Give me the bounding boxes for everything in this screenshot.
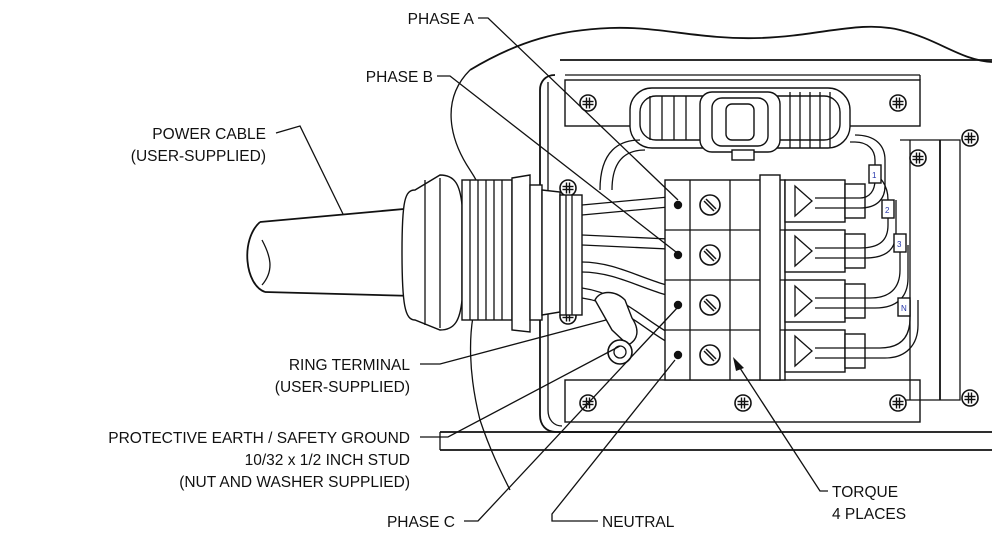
wire-tag-1: 1 [872, 171, 877, 180]
label-ring-terminal: RING TERMINAL [289, 357, 411, 374]
label-stud-size: 10/32 x 1/2 INCH STUD [245, 452, 410, 469]
power-cable [246, 207, 416, 297]
wire-tag-n: N [901, 304, 907, 313]
screw-icon [889, 94, 907, 112]
screw-icon [889, 394, 907, 412]
terminal-dot-phase-a [673, 200, 683, 210]
screw-icon [909, 149, 927, 167]
wire-tag [897, 297, 911, 317]
label-power-cable: POWER CABLE [152, 126, 266, 143]
terminal-screw-icon [699, 344, 721, 366]
cable-gland [401, 174, 583, 333]
wire-tag-2: 2 [885, 206, 890, 215]
callout-labels: PHASE A PHASE B POWER CABLE (USER-SUPPLI… [108, 11, 906, 531]
toroid-filter [629, 87, 851, 161]
screw-icon [961, 129, 979, 147]
label-phase-b: PHASE B [366, 69, 433, 86]
label-ring-terminal-note: (USER-SUPPLIED) [275, 379, 410, 396]
terminal-dot-neutral [673, 350, 683, 360]
terminal-screw-icon [699, 244, 721, 266]
wire-tag [881, 199, 895, 219]
label-protective-earth: PROTECTIVE EARTH / SAFETY GROUND [108, 430, 410, 447]
ring-terminal [594, 291, 638, 365]
terminal-dot-phase-b [673, 250, 683, 260]
output-connectors [784, 179, 866, 373]
label-torque-places: 4 PLACES [832, 506, 906, 523]
label-neutral: NEUTRAL [602, 514, 675, 531]
label-power-cable-note: (USER-SUPPLIED) [131, 148, 266, 165]
wire-tag [868, 164, 882, 184]
wire-tag [893, 233, 907, 253]
screw-icon [734, 394, 752, 412]
label-phase-c: PHASE C [387, 514, 455, 531]
terminal-dot-phase-c [673, 300, 683, 310]
terminal-screw-icon [699, 294, 721, 316]
wire-tag-3: 3 [897, 240, 902, 249]
arrowhead [733, 357, 744, 371]
screw-icon [559, 179, 577, 197]
terminal-block [664, 174, 786, 381]
terminal-screw-icon [699, 194, 721, 216]
screw-icon [961, 389, 979, 407]
leader-lines [275, 17, 828, 522]
label-nut-washer: (NUT AND WASHER SUPPLIED) [179, 474, 410, 491]
output-wires: 1 2 3 N [815, 134, 919, 359]
label-phase-a: PHASE A [408, 11, 475, 28]
label-torque: TORQUE [832, 484, 898, 501]
